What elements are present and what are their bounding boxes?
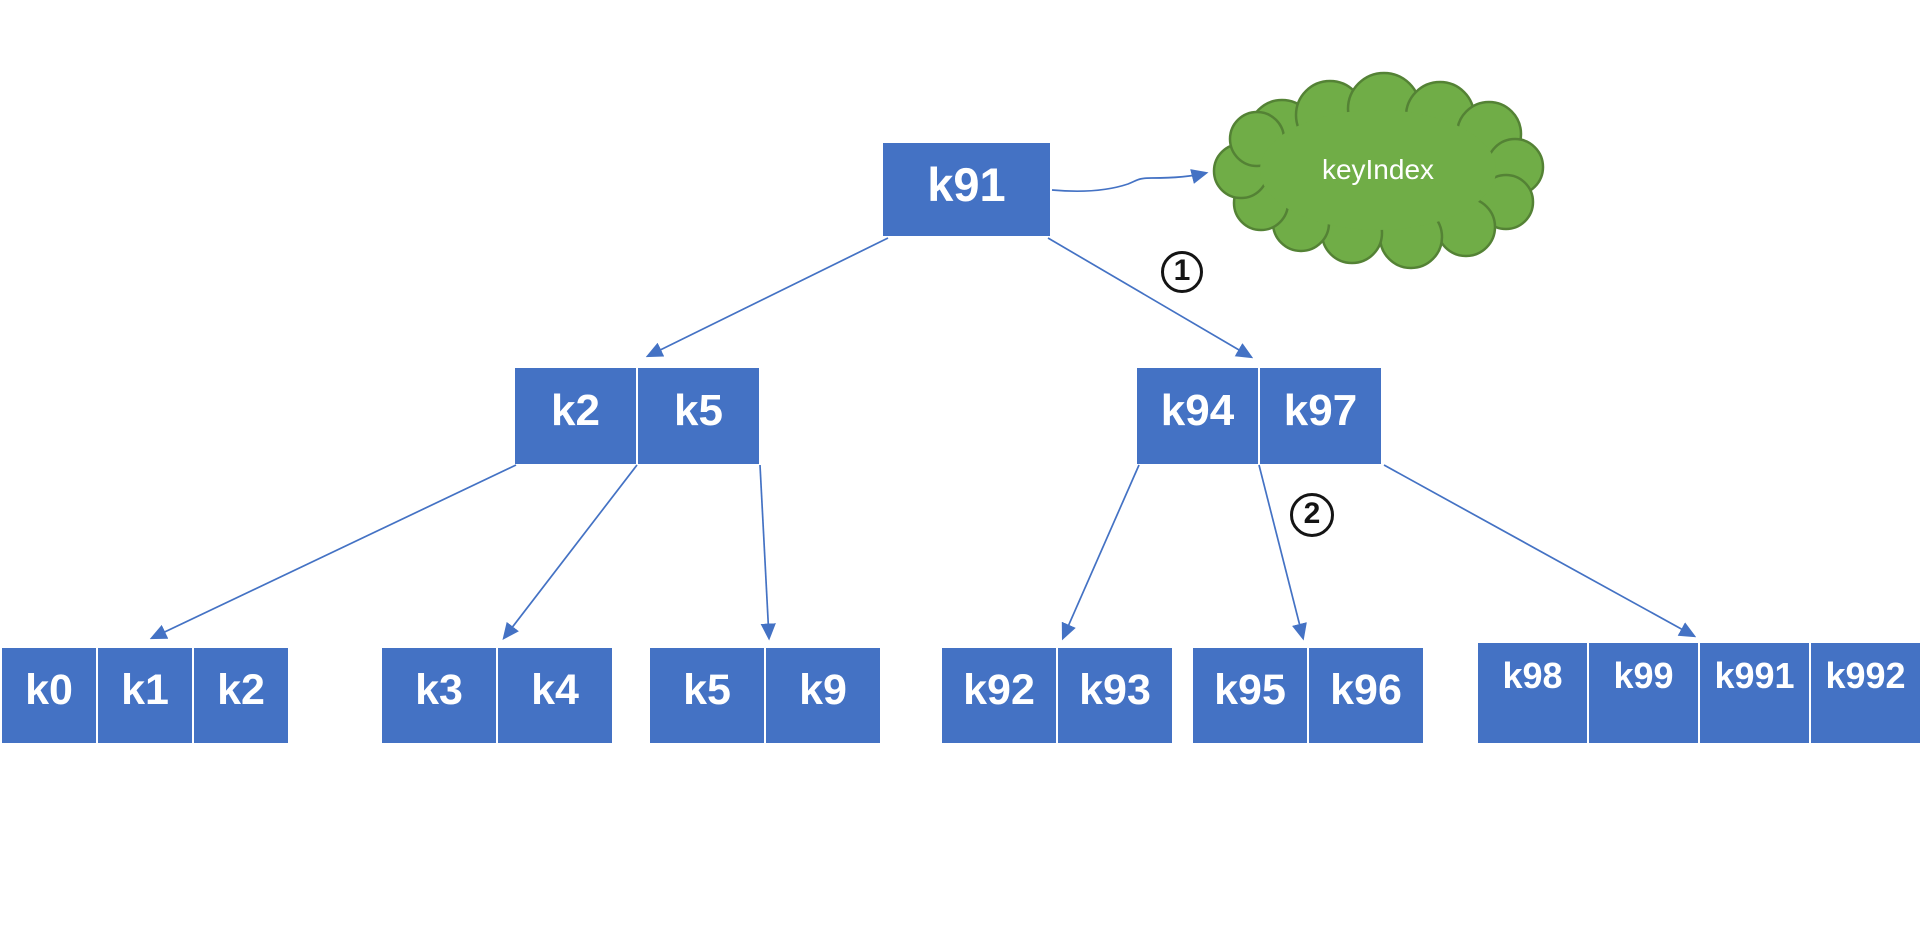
- key-cell-k9: k9: [766, 648, 880, 743]
- internal-node-right: k94 k97: [1137, 368, 1381, 464]
- edge-root-to-left-internal: [645, 237, 889, 358]
- key-cell-k2: k2: [515, 368, 636, 464]
- key-cell-k3: k3: [382, 648, 496, 743]
- edge-left-internal-to-leaf3: [759, 464, 776, 641]
- key-cell-k96: k96: [1309, 648, 1423, 743]
- key-cell-k92: k92: [942, 648, 1056, 743]
- key-cell-k95: k95: [1193, 648, 1307, 743]
- edge-right-internal-to-leaf4: [1061, 464, 1140, 641]
- leaf-node-3: k5 k9: [650, 648, 880, 743]
- key-cell-k1: k1: [98, 648, 192, 743]
- key-cell-k5-leaf: k5: [650, 648, 764, 743]
- step-annotation-1: 1: [1161, 251, 1203, 293]
- key-cell-k94: k94: [1137, 368, 1258, 464]
- key-cell-k91: k91: [883, 143, 1050, 236]
- root-node: k91: [883, 143, 1050, 236]
- key-cell-k98: k98: [1478, 643, 1587, 743]
- key-cell-k991: k991: [1700, 643, 1809, 743]
- leaf-node-2: k3 k4: [382, 648, 612, 743]
- edge-root-to-right-internal: [1047, 237, 1254, 359]
- key-cell-k5: k5: [638, 368, 759, 464]
- edge-right-internal-to-leaf5: [1258, 464, 1307, 641]
- key-cell-k99: k99: [1589, 643, 1698, 743]
- key-cell-k4: k4: [498, 648, 612, 743]
- key-cell-k93: k93: [1058, 648, 1172, 743]
- leaf-node-4: k92 k93: [942, 648, 1172, 743]
- edge-root-to-keyindex-cloud: [1051, 169, 1209, 192]
- keyindex-cloud-label: keyIndex: [1321, 154, 1435, 185]
- key-cell-k2-leaf: k2: [194, 648, 288, 743]
- edge-left-internal-to-leaf1: [149, 464, 517, 640]
- leaf-node-1: k0 k1 k2: [2, 648, 288, 743]
- key-cell-k0: k0: [2, 648, 96, 743]
- leaf-node-6: k98 k99 k991 k992: [1478, 643, 1920, 743]
- edge-left-internal-to-leaf2: [502, 464, 638, 641]
- key-cell-k992: k992: [1811, 643, 1920, 743]
- step-annotation-2: 2: [1290, 493, 1334, 537]
- key-cell-k97: k97: [1260, 368, 1381, 464]
- internal-node-left: k2 k5: [515, 368, 759, 464]
- edge-right-internal-to-leaf6: [1383, 464, 1697, 638]
- leaf-node-5: k95 k96: [1193, 648, 1423, 743]
